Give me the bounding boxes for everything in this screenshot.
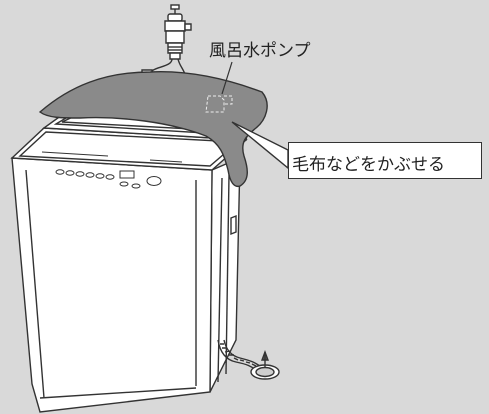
callout-box <box>288 142 482 179</box>
cover-instruction-label: 毛布などをかぶせる <box>292 155 445 175</box>
washing-machine <box>10 101 253 413</box>
pump-hidden-outline <box>205 95 233 113</box>
drain-trap-icon <box>250 350 280 380</box>
blanket <box>38 71 268 188</box>
drain-hose <box>217 339 263 373</box>
pump-leader-line <box>221 61 233 95</box>
pump-label: 風呂水ポンプ <box>209 41 311 61</box>
faucet-icon <box>164 4 192 60</box>
